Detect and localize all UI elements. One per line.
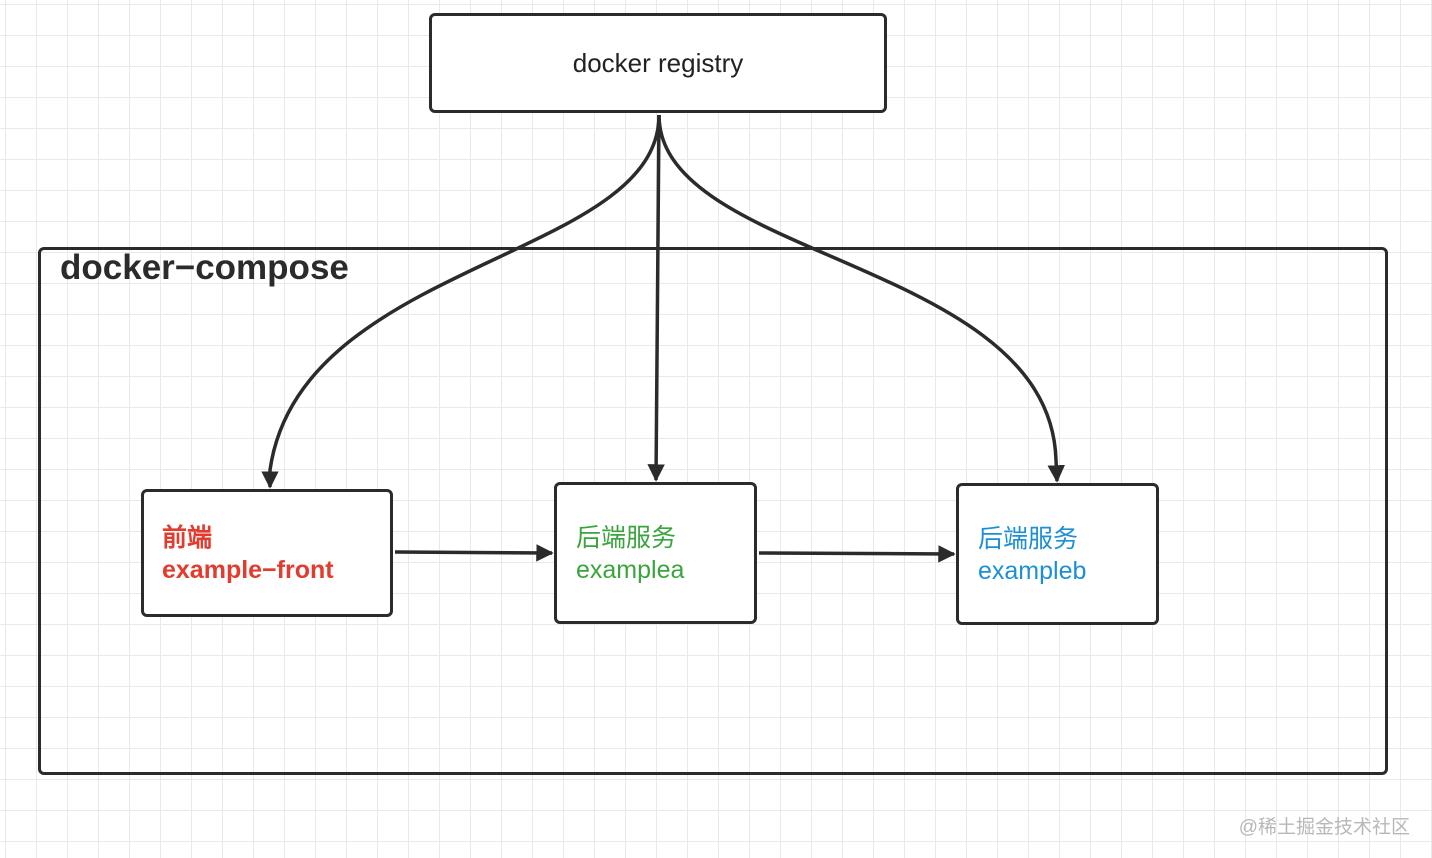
service-text-exampleb: 后端服务 exampleb (978, 523, 1086, 587)
service-name-exampleb: exampleb (978, 557, 1087, 585)
service-text-examplea: 后端服务 examplea (576, 522, 684, 586)
docker-compose-title: docker−compose (60, 248, 349, 287)
service-node-front (141, 489, 393, 617)
service-title-exampleb: 后端服务 (978, 525, 1079, 553)
docker-registry-node: docker registry (429, 13, 887, 113)
service-title-examplea: 后端服务 (576, 524, 677, 552)
docker-registry-label: docker registry (572, 47, 744, 78)
watermark-text: @稀土掘金技术社区 (1238, 817, 1410, 838)
service-text-front: 前端 example−front (162, 522, 334, 586)
service-node-examplea (554, 482, 757, 624)
service-title-front: 前端 (162, 524, 213, 552)
docker-compose-container (38, 247, 1388, 775)
service-node-exampleb (956, 483, 1159, 625)
service-name-front: example−front (162, 556, 334, 584)
service-name-examplea: examplea (576, 556, 685, 584)
